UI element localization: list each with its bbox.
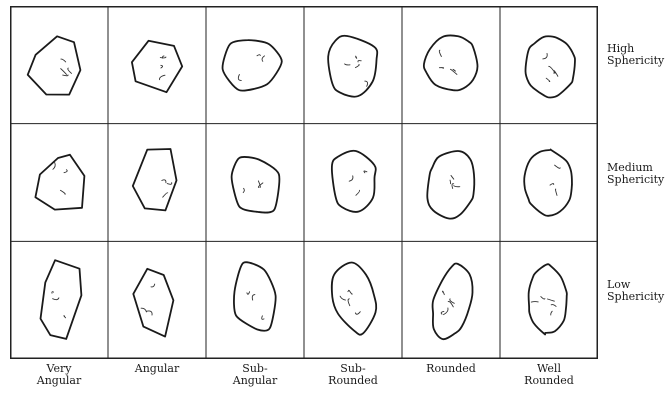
column-label-rounded: Rounded [402, 363, 500, 375]
grain-shape-grid [10, 6, 598, 359]
grain-very-angular-medium-sphericity [35, 155, 84, 210]
grain-sub-angular-low-sphericity [234, 262, 276, 331]
column-label-sub-rounded: Sub-Rounded [304, 363, 402, 387]
grain-well-rounded-medium-sphericity [524, 149, 572, 215]
grain-sub-angular-medium-sphericity [232, 157, 280, 213]
grain-very-angular-low-sphericity [41, 260, 82, 339]
grain-rounded-low-sphericity [432, 263, 472, 339]
grain-well-rounded-high-sphericity [525, 36, 575, 97]
grain-rounded-high-sphericity [424, 35, 478, 90]
grain-angular-low-sphericity [133, 269, 173, 337]
grain-angular-high-sphericity [132, 41, 182, 92]
grain-well-rounded-low-sphericity [529, 264, 567, 334]
column-label-angular: Angular [108, 363, 206, 375]
grain-angular-medium-sphericity [133, 149, 177, 210]
grain-sub-rounded-medium-sphericity [332, 151, 376, 212]
grain-sub-rounded-high-sphericity [328, 36, 377, 97]
column-label-sub-angular: Sub-Angular [206, 363, 304, 387]
grain-very-angular-high-sphericity [28, 36, 81, 94]
grain-sub-rounded-low-sphericity [332, 263, 376, 335]
grain-rounded-medium-sphericity [427, 151, 474, 219]
grain-sub-angular-high-sphericity [223, 40, 282, 90]
